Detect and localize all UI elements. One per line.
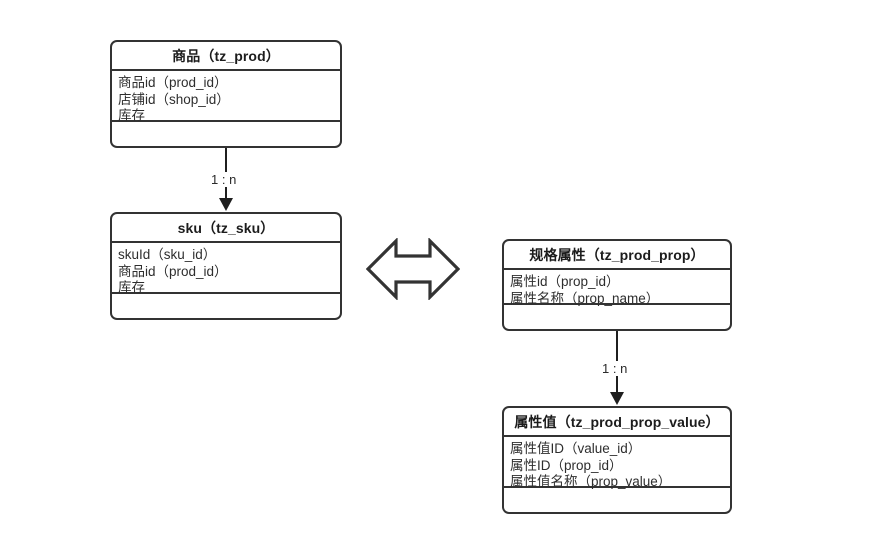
- connector-label-cardinality: 1 : n: [600, 361, 630, 376]
- attribute-row: 属性值名称（prop_value）: [510, 474, 672, 489]
- entity-box-prod-prop[interactable]: 规格属性（tz_prod_prop） 属性id（prop_id） 属性名称（pr…: [502, 239, 732, 331]
- entity-box-sku[interactable]: sku（tz_sku） skuId（sku_id） 商品id（prod_id） …: [110, 212, 342, 320]
- attribute-row: 属性id（prop_id）: [510, 274, 620, 289]
- entity-attributes-sku: skuId（sku_id） 商品id（prod_id） 库存: [112, 243, 340, 295]
- attribute-row: 库存: [118, 108, 145, 123]
- attribute-row: 库存: [118, 280, 145, 295]
- entity-attributes-prod: 商品id（prod_id） 店铺id（shop_id） 库存: [112, 71, 340, 123]
- attribute-row: 店铺id（shop_id）: [118, 91, 230, 107]
- entity-header-sku: sku（tz_sku）: [112, 214, 340, 243]
- attribute-row: 商品id（prod_id）: [118, 75, 228, 90]
- entity-methods-prod: [112, 122, 340, 146]
- entity-methods-prod-prop-value: [504, 488, 730, 512]
- entity-header-prod-prop-value: 属性值（tz_prod_prop_value）: [504, 408, 730, 437]
- entity-attributes-prod-prop-value: 属性值ID（value_id） 属性ID（prop_id） 属性值名称（prop…: [504, 437, 730, 489]
- entity-header-prod-prop: 规格属性（tz_prod_prop）: [504, 241, 730, 270]
- attribute-row: 属性名称（prop_name）: [510, 290, 660, 306]
- arrowhead-icon: [610, 392, 624, 405]
- attribute-row: 属性ID（prop_id）: [510, 457, 623, 473]
- attribute-row: skuId（sku_id）: [118, 247, 217, 262]
- attribute-row: 属性值ID（value_id）: [510, 441, 642, 456]
- arrowhead-icon: [219, 198, 233, 211]
- entity-box-prod[interactable]: 商品（tz_prod） 商品id（prod_id） 店铺id（shop_id） …: [110, 40, 342, 148]
- entity-methods-prod-prop: [504, 305, 730, 329]
- entity-box-prod-prop-value[interactable]: 属性值（tz_prod_prop_value） 属性值ID（value_id） …: [502, 406, 732, 514]
- entity-methods-sku: [112, 294, 340, 318]
- entity-header-prod: 商品（tz_prod）: [112, 42, 340, 71]
- entity-attributes-prod-prop: 属性id（prop_id） 属性名称（prop_name）: [504, 270, 730, 306]
- attribute-row: 商品id（prod_id）: [118, 263, 228, 279]
- double-arrow-left-right-icon: [365, 237, 461, 301]
- connector-label-cardinality: 1 : n: [209, 172, 239, 187]
